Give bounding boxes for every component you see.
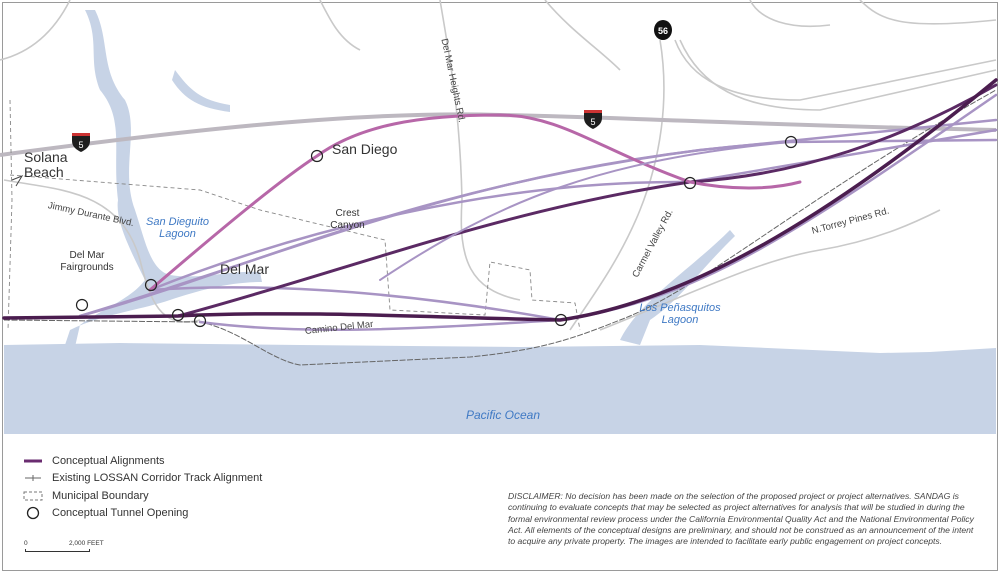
track-line-icon [22, 474, 44, 482]
legend-item-alignments: Conceptual Alignments [22, 452, 262, 470]
legend-item-tunnel: Conceptual Tunnel Opening [22, 505, 262, 523]
san-dieguito-lagoon [60, 10, 262, 360]
tunnel-openings [75, 135, 798, 328]
circle-icon [22, 506, 44, 520]
sr56-shield: 56 [654, 20, 672, 40]
los-penasquitos-lagoon-label: Los Peñasquitos Lagoon [639, 302, 721, 326]
i5-west-shield: 5 [72, 133, 90, 152]
legend: Conceptual Alignments Existing LOSSAN Co… [22, 452, 262, 522]
del-mar-fairgrounds-label: Del Mar Fairgrounds [60, 250, 114, 273]
svg-text:56: 56 [658, 26, 668, 36]
lagoon-branch [172, 70, 230, 112]
i5-east-shield: 5 [584, 110, 602, 129]
svg-text:5: 5 [590, 117, 595, 127]
pacific-ocean [4, 343, 996, 434]
map-canvas[interactable]: 5 5 56 Pacific Ocean [0, 0, 1000, 440]
dashed-box-icon [22, 490, 44, 502]
conceptual-alignments [2, 78, 998, 332]
legend-item-track: Existing LOSSAN Corridor Track Alignment [22, 470, 262, 488]
san-diego-label: San Diego [332, 141, 398, 157]
arrow-icon [11, 174, 24, 187]
legend-item-boundary: Municipal Boundary [22, 487, 262, 505]
solana-beach-label: Solana Beach [24, 149, 68, 180]
municipal-boundary [7, 99, 581, 331]
disclaimer-text: DISCLAIMER: No decision has been made on… [508, 491, 974, 547]
del-mar-label: Del Mar [220, 261, 270, 277]
alignment-line-icon [22, 458, 44, 464]
svg-text:5: 5 [78, 140, 83, 150]
roads [0, 0, 997, 331]
pacific-ocean-label: Pacific Ocean [466, 408, 540, 422]
crest-canyon-label: Crest Canyon [330, 208, 365, 231]
san-dieguito-lagoon-label: San Dieguito Lagoon [146, 216, 209, 240]
